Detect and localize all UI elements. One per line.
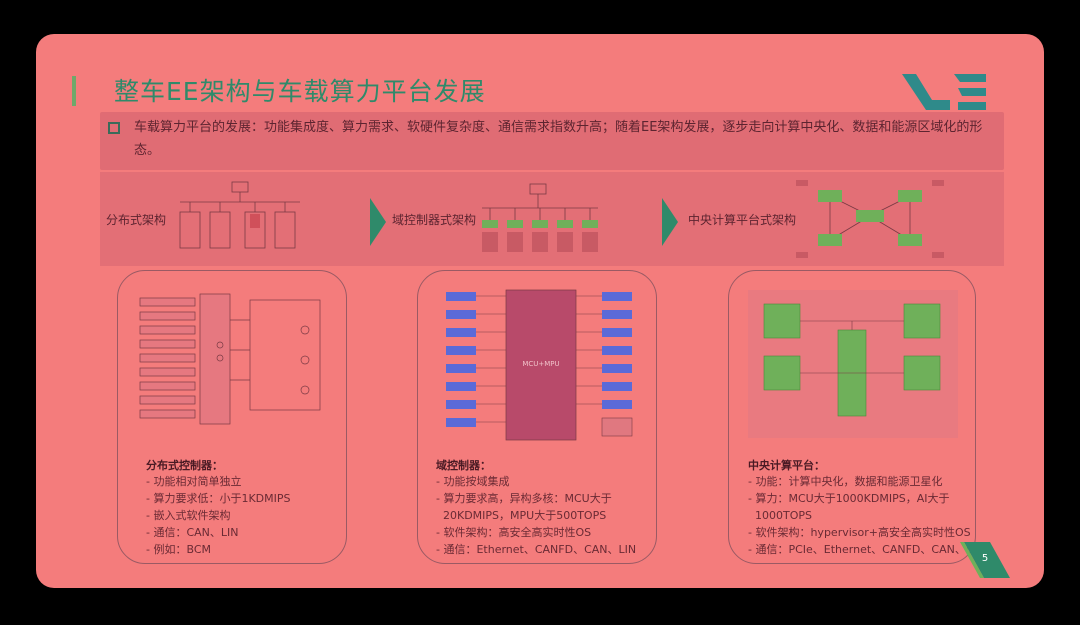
card-distributed [117,270,347,564]
summary-box [100,112,1004,170]
card-domain-line: - 算力要求高，异构多核：MCU大于 [436,492,612,505]
card-central-line: - 通信：PCIe、Ethernet、CANFD、CAN、LIN [748,543,984,556]
central-platform-diagram [748,290,958,438]
company-logo [902,74,986,110]
card-central-line: 1000TOPS [748,509,812,522]
card-distributed-line: - 例如：BCM [146,543,211,556]
card-distributed-line: - 算力要求低：小于1KDMIPS [146,492,291,505]
page-title: 整车EE架构与车载算力平台发展 [114,77,486,106]
card-domain-title: 域控制器： [436,459,491,472]
card-domain-line: - 通信：Ethernet、CANFD、CAN、LIN [436,543,637,556]
card-central-line: - 软件架构：hypervisor+高安全高实时性OS [748,526,971,539]
card-distributed-title: 分布式控制器： [146,459,223,472]
arch-label-domain: 域控制器式架构 [392,213,477,227]
arch-label-distributed: 分布式架构 [106,213,167,227]
card-distributed-line: - 嵌入式软件架构 [146,509,231,522]
card-domain [417,270,657,564]
distributed-controller-diagram [139,293,321,425]
domain-controller-diagram: MCU+MPU [446,289,633,441]
mcu-mpu-label: MCU+MPU [522,360,559,368]
card-central-line: - 算力：MCU大于1000KDMIPS，AI大于 [748,492,950,505]
distributed-arch-diagram [179,181,300,249]
card-domain-line: - 功能按域集成 [436,475,510,488]
card-domain-line: 20KDMIPS，MPU大于500TOPS [436,509,607,522]
page-number-badge [960,542,1010,578]
central-arch-diagram [796,180,944,258]
card-central-title: 中央计算平台： [748,459,825,472]
arch-arrow-2 [662,198,678,246]
summary-text: 车载算力平台的发展：功能集成度、算力需求、软硬件复杂度、通信需求指数升高；随着E… [134,120,983,158]
card-central-line: - 功能：计算中央化，数据和能源卫星化 [748,475,943,488]
card-distributed-line: - 功能相对简单独立 [146,475,242,488]
card-central [728,270,976,564]
bullet-square-icon [108,122,120,134]
arch-label-central: 中央计算平台式架构 [688,213,797,227]
page-number: 5 [981,553,989,564]
card-domain-line: - 软件架构：高安全高实时性OS [436,526,592,539]
domain-arch-diagram [482,183,598,252]
title-accent-bar [72,76,76,106]
card-distributed-line: - 通信：CAN、LIN [146,526,239,539]
arch-arrow-1 [370,198,386,246]
